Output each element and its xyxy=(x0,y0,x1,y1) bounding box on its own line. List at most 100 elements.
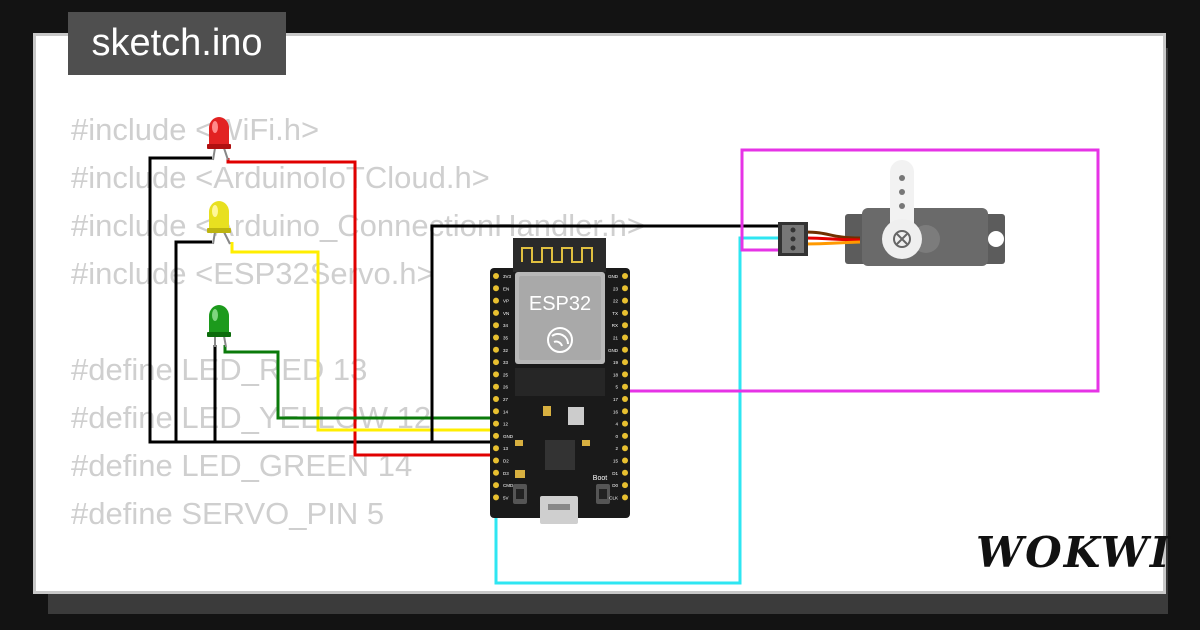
header-pin[interactable] xyxy=(493,359,499,366)
header-pin[interactable] xyxy=(493,396,499,402)
header-pin[interactable] xyxy=(622,408,628,415)
pin-label: VP xyxy=(503,299,509,304)
espressif-logo-icon xyxy=(547,327,573,353)
header-pin[interactable] xyxy=(493,469,499,476)
pin-label: GND xyxy=(503,434,514,439)
pin-label: 34 xyxy=(503,323,509,328)
wire-red-led[interactable] xyxy=(226,158,495,457)
wire-black-red-led[interactable] xyxy=(148,156,495,444)
wires xyxy=(148,148,1100,585)
pin-label: GND xyxy=(608,348,619,353)
led-yellow[interactable] xyxy=(207,201,231,245)
code-line: #define SERVO_PIN 5 xyxy=(71,496,385,531)
pin-label: 16 xyxy=(613,409,619,414)
pin-label: TX xyxy=(612,311,618,316)
pin-label: 35 xyxy=(503,336,509,341)
boot-button-label: Boot xyxy=(593,475,607,482)
header-pin[interactable] xyxy=(493,273,499,279)
header-pin[interactable] xyxy=(493,383,499,390)
pin-label: 23 xyxy=(613,286,619,291)
code-line: #define LED_RED 13 xyxy=(71,352,368,387)
esp32-chip-label: ESP32 xyxy=(529,293,591,315)
header-pin[interactable] xyxy=(493,346,499,353)
led-red[interactable] xyxy=(207,117,231,161)
header-pin[interactable] xyxy=(622,285,628,292)
header-pin[interactable] xyxy=(622,383,628,390)
header-pin[interactable] xyxy=(622,359,628,366)
code-line: #define LED_GREEN 14 xyxy=(71,448,413,483)
header-pin[interactable] xyxy=(622,482,628,489)
header-pin[interactable] xyxy=(493,334,499,341)
header-pin[interactable] xyxy=(622,432,628,439)
header-pin[interactable] xyxy=(493,297,499,304)
pin-label: 19 xyxy=(613,360,619,365)
header-pin[interactable] xyxy=(493,309,499,316)
pin-label: 27 xyxy=(503,397,509,402)
header-pin[interactable] xyxy=(622,297,628,304)
header-pin[interactable] xyxy=(622,396,628,402)
pin-label: EN xyxy=(503,286,509,291)
pin-header-left: 3V3ENVPVN343532332526271412GND13D2D3CMD5… xyxy=(493,273,514,501)
pin-label: 12 xyxy=(503,422,509,427)
header-pin[interactable] xyxy=(622,445,628,452)
header-pin[interactable] xyxy=(493,322,499,329)
wire-magenta-servo-signal[interactable] xyxy=(625,148,1100,393)
code-line: #include <ArduinoIoTCloud.h> xyxy=(71,160,490,195)
pin-label: VN xyxy=(503,311,509,316)
wokwi-logo: WOKWI xyxy=(976,528,1172,577)
pin-label: 25 xyxy=(503,372,509,377)
pin-label: CMD xyxy=(503,483,514,488)
header-pin[interactable] xyxy=(493,432,499,439)
header-pin[interactable] xyxy=(493,445,499,452)
pin-label: 4 xyxy=(615,422,618,427)
header-pin[interactable] xyxy=(622,371,628,378)
header-pin[interactable] xyxy=(622,469,628,476)
pin-label: CLK xyxy=(609,495,618,500)
pin-label: 5 xyxy=(615,385,618,390)
pin-label: 18 xyxy=(613,372,619,377)
pin-label: D0 xyxy=(612,483,618,488)
header-pin[interactable] xyxy=(622,420,628,427)
pin-label: 0 xyxy=(615,434,618,439)
pin-label: 3V3 xyxy=(503,274,512,279)
pin-label: RX xyxy=(612,323,618,328)
header-pin[interactable] xyxy=(493,494,499,501)
led-green[interactable] xyxy=(207,305,231,348)
pin-label: 13 xyxy=(503,446,509,451)
pin-label: 33 xyxy=(503,360,509,365)
header-pin[interactable] xyxy=(493,457,499,464)
header-pin[interactable] xyxy=(622,346,628,353)
header-pin[interactable] xyxy=(622,494,628,501)
pin-label: D3 xyxy=(503,471,509,476)
header-pin[interactable] xyxy=(622,309,628,316)
header-pin[interactable] xyxy=(622,457,628,464)
header-pin[interactable] xyxy=(493,420,499,427)
wire-cyan-servo-vcc[interactable] xyxy=(494,236,780,585)
pin-label: 15 xyxy=(613,459,619,464)
pin-label: 17 xyxy=(613,397,619,402)
header-pin[interactable] xyxy=(493,371,499,378)
header-pin[interactable] xyxy=(622,334,628,341)
wire-green-led[interactable] xyxy=(223,345,495,420)
header-pin[interactable] xyxy=(493,408,499,415)
pin-label: 32 xyxy=(503,348,509,353)
code-line: #include <ESP32Servo.h> xyxy=(71,256,435,291)
wire-black-yellow-led[interactable] xyxy=(174,240,212,442)
sketch-filename-tab[interactable]: sketch.ino xyxy=(68,12,286,75)
pin-label: 21 xyxy=(613,336,619,341)
esp32-board[interactable]: ESP32 Boot 3V3ENVPVN343532332526271412GN… xyxy=(490,238,630,524)
header-pin[interactable] xyxy=(622,322,628,329)
wire-black-servo-gnd[interactable] xyxy=(430,224,780,444)
pin-label: 5V xyxy=(503,495,509,500)
servo-horn-screw-icon xyxy=(893,230,911,248)
header-pin[interactable] xyxy=(493,482,499,489)
servo-motor[interactable] xyxy=(778,160,1005,266)
header-pin[interactable] xyxy=(493,285,499,292)
pin-label: 22 xyxy=(613,299,619,304)
pin-label: GND xyxy=(608,274,619,279)
header-pin[interactable] xyxy=(622,273,628,279)
pin-label: 2 xyxy=(615,446,618,451)
wire-yellow-led[interactable] xyxy=(230,242,495,432)
